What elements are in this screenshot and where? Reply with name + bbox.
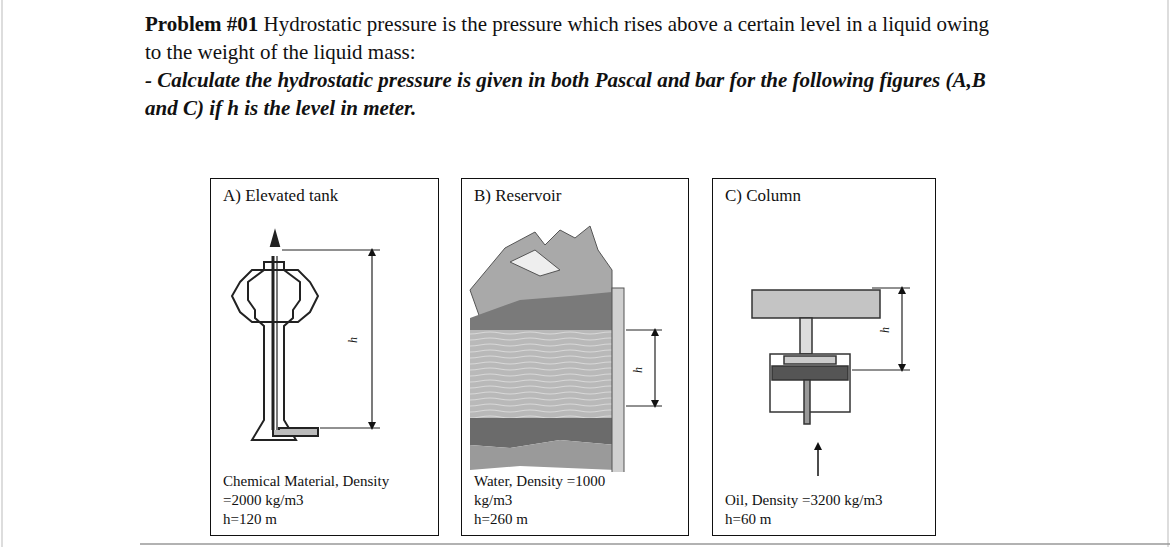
density-text: Oil, Density =3200 kg/m3: [725, 491, 925, 510]
level-text: h=120 m: [223, 510, 423, 529]
problem-number: Problem #01: [145, 12, 258, 36]
density-text: Water, Density =1000 kg/m3: [474, 472, 634, 510]
problem-task: - Calculate the hydrostatic pressure is …: [145, 68, 986, 120]
figure-box: B) ReservoirWater, Density =1000 kg/m3h=…: [461, 178, 689, 536]
elevated-tank: [232, 232, 380, 440]
reservoir: [470, 226, 662, 526]
oil-column: [752, 288, 910, 476]
figure-title: B) Reservoir: [474, 185, 561, 206]
figure-title: C) Column: [725, 185, 801, 206]
level-symbol: h: [879, 327, 891, 333]
level-symbol: h: [632, 367, 644, 373]
figure-box: A) Elevated tankChemical Material, Densi…: [210, 178, 439, 536]
figure-title: A) Elevated tank: [223, 185, 338, 206]
density-text: Chemical Material, Density =2000 kg/m3: [223, 472, 423, 510]
problem-text: Hydrostatic pressure is the pressure whi…: [145, 12, 989, 64]
figure-caption: Oil, Density =3200 kg/m3h=60 m: [725, 491, 925, 529]
level-text: h=60 m: [725, 510, 925, 529]
figure-caption: Chemical Material, Density =2000 kg/m3h=…: [223, 472, 423, 529]
level-symbol: h: [347, 337, 359, 343]
figure-caption: Water, Density =1000 kg/m3h=260 m: [474, 472, 634, 529]
figure-box: C) ColumnOil, Density =3200 kg/m3h=60 m: [712, 178, 936, 536]
level-text: h=260 m: [474, 510, 634, 529]
problem-statement: Problem #01 Hydrostatic pressure is the …: [145, 10, 1010, 122]
